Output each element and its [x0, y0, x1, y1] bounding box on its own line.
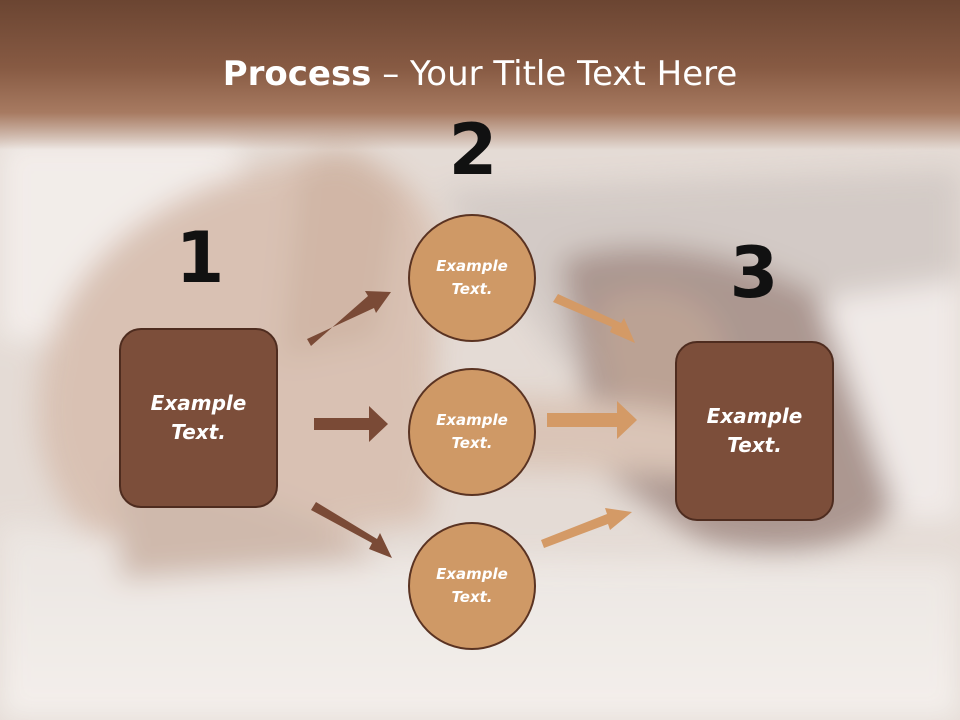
- step-number-2: 2: [448, 109, 498, 191]
- right-box-text: Example Text.: [706, 404, 803, 457]
- header-band: [0, 0, 960, 150]
- circle-top-text: Example Text.: [436, 257, 508, 298]
- left-box-text: Example Text.: [150, 391, 247, 444]
- title-bold: Process: [222, 54, 372, 94]
- arrow-left-to-middle: [314, 406, 388, 442]
- left-box: Example Text.: [119, 328, 278, 508]
- circle-middle-text: Example Text.: [436, 411, 508, 452]
- slide-title: Process – Your Title Text Here: [0, 52, 960, 96]
- step-number-3: 3: [729, 232, 779, 314]
- circle-bottom: Example Text.: [408, 522, 536, 650]
- arrow-top-to-right: [553, 294, 635, 343]
- arrow-bottom-to-right: [541, 508, 632, 548]
- arrow-left-to-bottom: [311, 502, 392, 558]
- right-box: Example Text.: [675, 341, 834, 521]
- step-number-1: 1: [175, 217, 225, 299]
- title-rest: – Your Title Text Here: [371, 54, 738, 94]
- circle-middle: Example Text.: [408, 368, 536, 496]
- circle-bottom-text: Example Text.: [436, 565, 508, 606]
- arrow-left-to-top: [307, 291, 391, 346]
- circle-top: Example Text.: [408, 214, 536, 342]
- arrow-middle-to-right: [547, 401, 637, 439]
